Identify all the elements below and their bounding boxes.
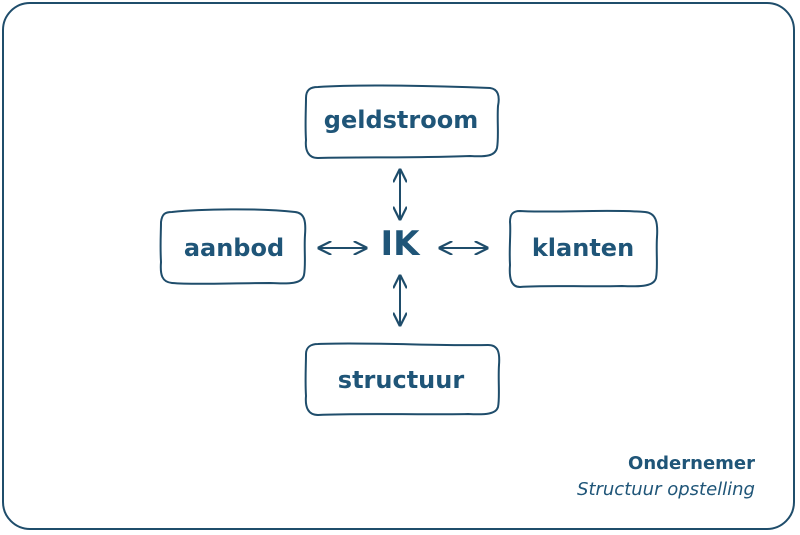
box-aanbod bbox=[159, 208, 307, 285]
outer-frame bbox=[2, 2, 795, 530]
node-klanten-label: klanten bbox=[531, 234, 635, 262]
node-structuur-label: structuur bbox=[337, 366, 465, 394]
node-geldstroom-label: geldstroom bbox=[323, 106, 479, 134]
node-aanbod-label: aanbod bbox=[183, 234, 285, 262]
box-structuur bbox=[304, 342, 501, 417]
box-geldstroom bbox=[304, 84, 500, 160]
caption-subtitle: Structuur opstelling bbox=[577, 479, 755, 500]
center-node-label: IK bbox=[380, 224, 420, 264]
box-klanten bbox=[508, 209, 659, 289]
caption-title: Ondernemer bbox=[628, 453, 755, 474]
